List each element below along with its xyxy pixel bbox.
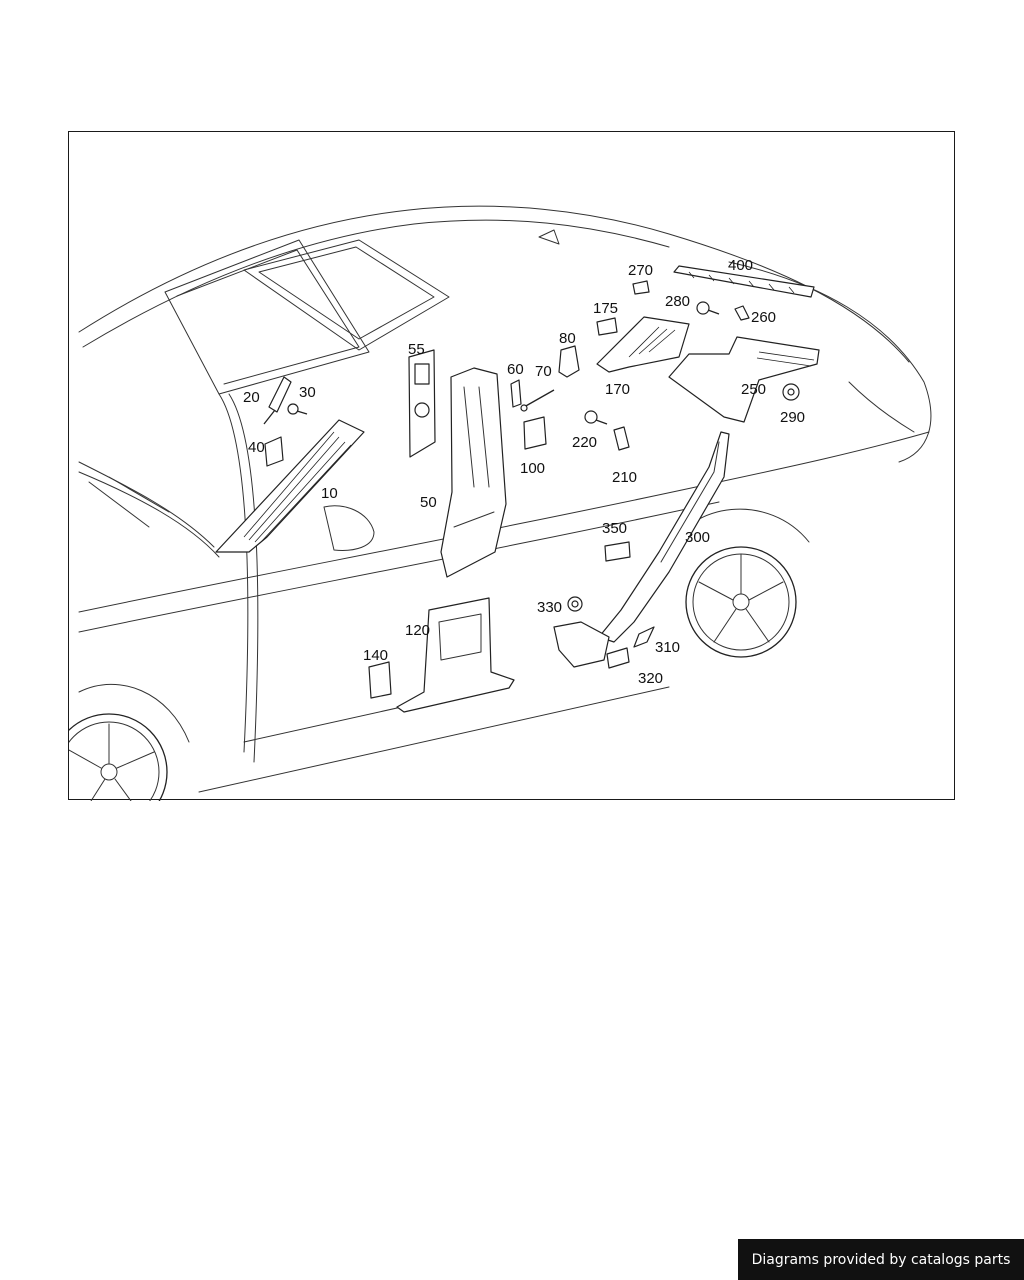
label-55: 55 bbox=[408, 341, 425, 358]
part-330-grommet bbox=[567, 596, 583, 612]
footer-credit-text: Diagrams provided by catalogs parts bbox=[751, 1251, 1011, 1268]
part-140-clip bbox=[368, 661, 392, 699]
part-170-c-pillar-trim bbox=[596, 316, 690, 373]
label-290: 290 bbox=[780, 409, 805, 426]
part-310-clip bbox=[633, 626, 655, 648]
label-100: 100 bbox=[520, 460, 545, 477]
callout-labels: 10 20 30 40 50 55 60 70 80 100 120 140 1… bbox=[243, 257, 805, 687]
footer-credit-banner: Diagrams provided by catalogs parts bbox=[738, 1239, 1024, 1280]
label-280: 280 bbox=[665, 293, 690, 310]
part-50-b-pillar-trim bbox=[440, 367, 507, 578]
label-350: 350 bbox=[602, 520, 627, 537]
parts-diagram-frame: 10 20 30 40 50 55 60 70 80 100 120 140 1… bbox=[68, 131, 955, 801]
car-outline bbox=[69, 205, 932, 801]
label-175: 175 bbox=[593, 300, 618, 317]
parts-diagram: 10 20 30 40 50 55 60 70 80 100 120 140 1… bbox=[69, 205, 932, 801]
label-320: 320 bbox=[638, 670, 663, 687]
label-60: 60 bbox=[507, 361, 524, 378]
label-330: 330 bbox=[537, 599, 562, 616]
part-400-rear-shelf-panel bbox=[673, 265, 815, 298]
label-10: 10 bbox=[321, 485, 338, 502]
label-70: 70 bbox=[535, 363, 552, 380]
part-40-clip bbox=[264, 436, 284, 467]
label-20: 20 bbox=[243, 389, 260, 406]
part-220-screw bbox=[584, 410, 608, 425]
label-220: 220 bbox=[572, 434, 597, 451]
label-310: 310 bbox=[655, 639, 680, 656]
label-250: 250 bbox=[741, 381, 766, 398]
part-80-cover bbox=[558, 345, 580, 378]
part-30-screw bbox=[287, 403, 308, 415]
label-400: 400 bbox=[728, 257, 753, 274]
label-80: 80 bbox=[559, 330, 576, 347]
label-260: 260 bbox=[751, 309, 776, 326]
part-290-nut bbox=[782, 383, 800, 401]
label-300: 300 bbox=[685, 529, 710, 546]
label-40: 40 bbox=[248, 439, 265, 456]
part-55-b-pillar-cover bbox=[408, 349, 436, 458]
part-100-clip bbox=[523, 416, 547, 450]
part-350-pad bbox=[604, 541, 631, 562]
label-120: 120 bbox=[405, 622, 430, 639]
part-300-door-seal-trim bbox=[598, 431, 730, 643]
label-210: 210 bbox=[612, 469, 637, 486]
part-20-bracket bbox=[263, 376, 292, 425]
part-10-a-pillar-trim bbox=[215, 419, 365, 553]
part-120-lower-b-pillar-trim bbox=[396, 597, 515, 713]
part-175-clip bbox=[596, 317, 618, 336]
label-30: 30 bbox=[299, 384, 316, 401]
part-210-bracket bbox=[613, 426, 630, 451]
label-50: 50 bbox=[420, 494, 437, 511]
part-60-bracket bbox=[510, 379, 522, 408]
label-140: 140 bbox=[363, 647, 388, 664]
part-280-screw bbox=[696, 301, 720, 315]
part-260-clip bbox=[734, 305, 750, 321]
label-270: 270 bbox=[628, 262, 653, 279]
part-300-lower-end-cap bbox=[553, 621, 610, 668]
part-70-bolt bbox=[520, 389, 555, 412]
part-250-rear-shelf-trim bbox=[668, 336, 820, 423]
part-270-clip bbox=[632, 280, 650, 295]
part-320-clip bbox=[606, 647, 630, 669]
label-170: 170 bbox=[605, 381, 630, 398]
